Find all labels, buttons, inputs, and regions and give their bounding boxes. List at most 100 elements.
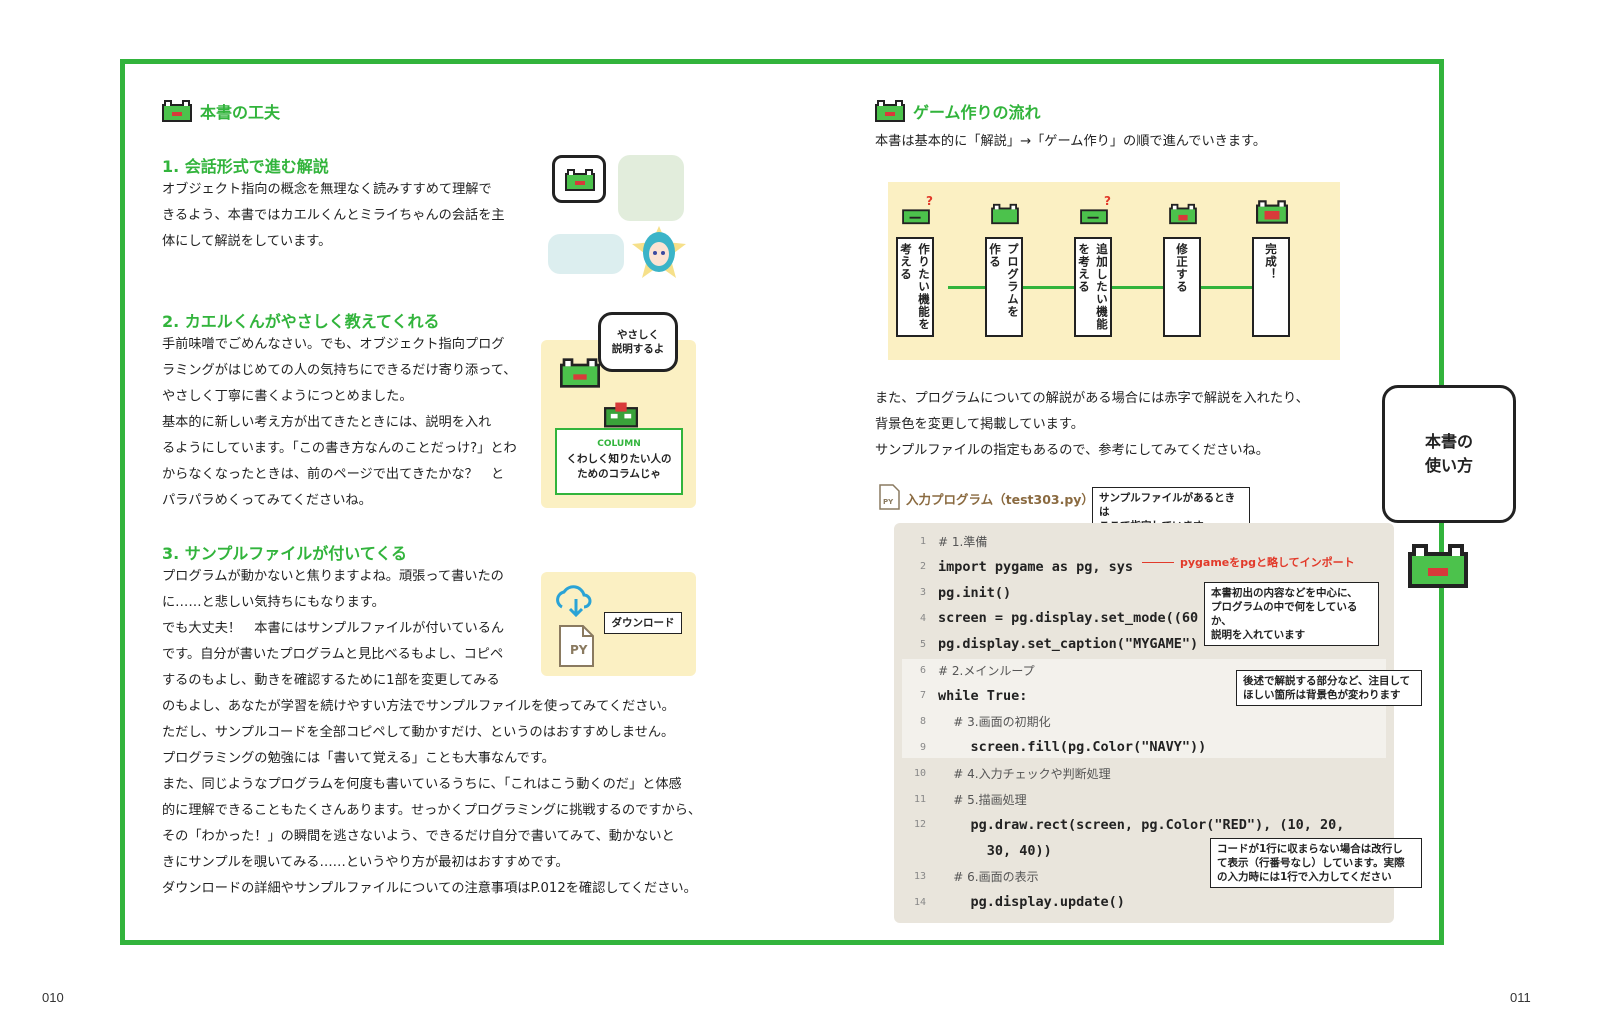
red-note: pygameをpgと略してインポート (1180, 556, 1355, 569)
right-explain: また、プログラムについての解説がある場合には赤字で解説を入れたり、 背景色を変更… (875, 391, 1309, 458)
code-text: import pygame as pg, sys (938, 558, 1134, 575)
code-line: 6 # 2.メインループ (894, 657, 1035, 683)
code-text: screen = pg.display.set_mode((60 (938, 610, 1199, 627)
code-line: 14 pg.display.update() (894, 889, 1125, 915)
right-heading: ゲーム作りの流れ (875, 98, 1041, 124)
code-text: screen.fill(pg.Color("NAVY")) (938, 739, 1207, 756)
line-number: 6 (919, 664, 926, 676)
line-number: 10 (913, 767, 926, 779)
code-text: # 6.画面の表示 (938, 869, 1039, 884)
blue-chat-bubble (548, 234, 624, 274)
download-callout: ダウンロード (604, 612, 682, 634)
code-line: 30, 40)) (894, 838, 1052, 864)
flow-step-3-line-1: 追加したい機能 (1095, 243, 1109, 331)
line-number: 2 (919, 561, 926, 573)
question-mark-icon: ? (1104, 194, 1111, 208)
code-text: pg.draw.rect(screen, pg.Color("RED"), (1… (938, 816, 1345, 833)
code-text: 30, 40)) (938, 842, 1052, 859)
frog-icon (1408, 544, 1468, 588)
frog-icon (991, 203, 1019, 225)
section-1-title: 1. 会話形式で進む解説 (162, 157, 329, 176)
highlight-callout: 後述で解説する部分など、注目して ほしい箇所は背景色が変わります (1236, 670, 1422, 706)
section-2-title: 2. カエルくんがやさしく教えてくれる (162, 312, 440, 331)
py-file-icon (559, 625, 594, 667)
code-line: 5 pg.display.set_caption("MYGAME") (894, 631, 1198, 657)
code-text: # 5.描画処理 (938, 792, 1027, 807)
easy-speech-bubble: やさしく 説明するよ (598, 312, 678, 372)
frog-icon (560, 358, 600, 388)
section-3-title: 3. サンプルファイルが付いてくる (162, 544, 408, 563)
page-number-left: 010 (42, 990, 64, 1005)
thinking-frog-icon (1080, 209, 1108, 225)
code-text: # 2.メインループ (938, 663, 1035, 678)
flow-step-2-line-1: プログラムを (1006, 243, 1020, 318)
code-line: 2 import pygame as pg, sys (894, 554, 1133, 580)
section-2-body: 手前味噌でごめんなさい。でも、オブジェクト指向プログ ラミングがはじめての人の気… (162, 337, 517, 508)
flow-step-4-line-1: 修正する (1175, 243, 1189, 293)
frog-speech-bubble (552, 155, 606, 203)
flow-line (948, 286, 1278, 289)
happy-frog-icon (1256, 200, 1288, 224)
code-text: while True: (938, 687, 1028, 704)
question-mark-icon: ? (926, 194, 933, 208)
code-text: # 1.準備 (938, 534, 988, 549)
code-line: 1# 1.準備 (894, 528, 987, 554)
flow-step-5-line-1: 完成！ (1264, 243, 1278, 281)
section-3-body: プログラムが動かないと焦りますよね。頑張って書いたの に……と悲しい気持ちにもな… (162, 569, 702, 896)
easy-speech-text: やさしく 説明するよ (611, 329, 665, 355)
line-number: 3 (919, 587, 926, 599)
flow-step-5: 完成！ (1252, 237, 1290, 337)
code-text: # 3.画面の初期化 (938, 715, 1051, 730)
wrap-callout: コードが1行に収まらない場合は改行し て表示（行番号なし）しています。実際 の入… (1210, 838, 1422, 888)
flow-step-3: 追加したい機能 を考える (1074, 237, 1112, 337)
line-number: 11 (913, 793, 926, 805)
cloud-download-icon (556, 585, 592, 617)
section-1-body: オブジェクト指向の概念を無理なく読みすすめて理解で きるよう、本書ではカエルくん… (162, 182, 505, 249)
code-line: 7 while True: (894, 683, 1027, 709)
column-text: くわしく知りたい人の ためのコラムじゃ (566, 453, 672, 480)
mirai-avatar-icon (632, 226, 686, 278)
code-line: 3 pg.init() (894, 580, 1011, 606)
right-heading-text: ゲーム作りの流れ (913, 103, 1041, 122)
line-number: 8 (919, 716, 926, 728)
code-text: pg.display.set_caption("MYGAME") (938, 636, 1199, 653)
code-line: 12 pg.draw.rect(screen, pg.Color("RED"),… (894, 812, 1344, 838)
first-content-callout: 本書初出の内容などを中心に、 プログラムの中で何をしているか、 説明を入れていま… (1204, 582, 1379, 646)
red-note-line (1142, 562, 1174, 563)
code-text: pg.init() (938, 584, 1012, 601)
left-heading-text: 本書の工夫 (200, 103, 281, 122)
line-number: 14 (913, 896, 926, 908)
flow-step-3-line-2: を考える (1077, 243, 1091, 293)
flow-step-2: プログラムを 作る (985, 237, 1023, 337)
frog-icon (162, 100, 192, 122)
code-line: 4 screen = pg.display.set_mode((60 (894, 605, 1198, 631)
frog-icon (1169, 203, 1197, 225)
flow-step-1-line-2: 考える (899, 243, 913, 281)
left-heading: 本書の工夫 (162, 98, 280, 124)
frog-icon (875, 100, 905, 122)
line-number: 12 (913, 819, 926, 831)
py-file-label: PY (570, 643, 588, 657)
code-text: pg.display.update() (938, 894, 1125, 911)
flow-step-1: 作りたい機能を 考える (896, 237, 934, 337)
line-number: 13 (913, 870, 926, 882)
right-intro: 本書は基本的に「解説」→「ゲーム作り」の順で進んでいきます。 (875, 134, 1267, 149)
thinking-frog-icon (902, 209, 930, 225)
line-number: 5 (919, 638, 926, 650)
code-line: 13 # 6.画面の表示 (894, 863, 1039, 889)
usage-badge: 本書の 使い方 (1382, 385, 1516, 523)
line-number: 9 (919, 741, 926, 753)
elder-frog-icon (604, 402, 638, 428)
code-line: 10 # 4.入力チェックや判断処理 (894, 760, 1111, 786)
column-box: COLUMN くわしく知りたい人の ためのコラムじゃ (555, 428, 683, 495)
code-line: 11 # 5.描画処理 (894, 786, 1027, 812)
svg-text:PY: PY (883, 498, 894, 506)
py-file-icon: PY (879, 484, 900, 510)
green-chat-bubble (618, 155, 684, 221)
code-line: 8 # 3.画面の初期化 (894, 709, 1051, 735)
line-number: 7 (919, 690, 926, 702)
line-number: 4 (919, 612, 926, 624)
code-line: 9 screen.fill(pg.Color("NAVY")) (894, 734, 1206, 760)
flow-step-2-line-2: 作る (988, 243, 1002, 268)
page-number-right: 011 (1510, 990, 1531, 1005)
